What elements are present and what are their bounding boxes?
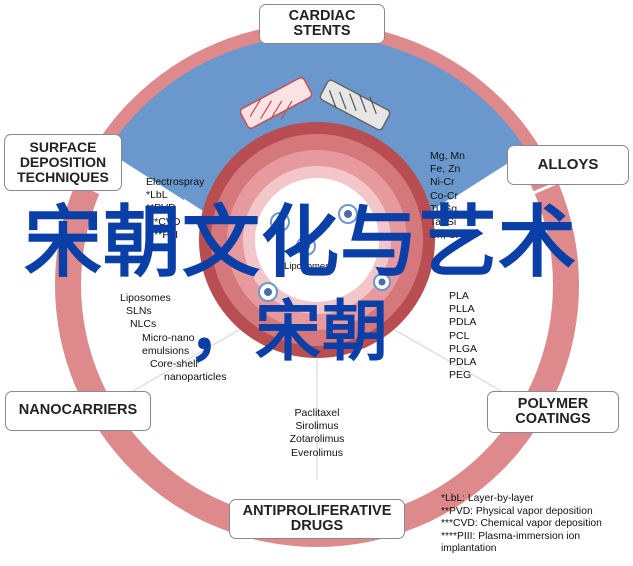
stent-illustration — [239, 77, 391, 131]
legend-item: implantation — [441, 543, 497, 555]
list-item: Micro-nano — [142, 331, 195, 344]
list-item: Mg, Mn — [430, 150, 466, 162]
abbreviation-legend: *LbL: Layer-by-layer **PVD: Physical vap… — [441, 493, 602, 556]
watermark-subtitle: ，宋朝 — [188, 293, 389, 370]
list-item: PLA — [449, 290, 469, 302]
category-alloys: ALLOYS — [507, 145, 629, 185]
category-label: ANTIPROLIFERATIVE — [242, 502, 392, 519]
list-item: Core-shell — [150, 358, 198, 371]
legend-item: *LbL: Layer-by-layer — [441, 493, 534, 504]
list-item: Ta, Si — [430, 216, 457, 229]
list-item: ****PIII — [146, 228, 179, 241]
category-label: DEPOSITION — [19, 154, 107, 171]
nanocarriers-list: Liposomes SLNs NLCs Micro-nano emulsions… — [120, 292, 226, 384]
list-item: SLNs — [126, 305, 152, 318]
category-label: NANOCARRIERS — [18, 402, 138, 419]
legend-item: **PVD: Physical vapor deposition — [441, 505, 593, 517]
list-item: Co-Cr — [430, 189, 458, 202]
list-item: Electrospray — [146, 176, 205, 188]
list-item: ***CVD — [146, 215, 181, 228]
list-item: Fe, Zn — [430, 163, 461, 176]
category-label: DRUGS — [290, 518, 344, 534]
liposome-icons — [258, 204, 391, 302]
watermark-title: 宋朝文化与艺术 — [24, 198, 578, 288]
list-item: Ni-Cr — [430, 176, 455, 189]
list-item: NLCs — [130, 318, 157, 331]
polymers-list: PLA PLLA PDLA PCL PLGA PDLA PEG — [449, 290, 477, 382]
list-item: Paclitaxel — [294, 407, 340, 419]
alloys-list: Mg, Mn Fe, Zn Ni-Cr Co-Cr Ti, Sg Ta, Si … — [430, 150, 465, 242]
list-item: nanoparticles — [164, 371, 227, 384]
list-item: PEG — [449, 369, 472, 382]
list-item: PDLA — [449, 356, 477, 369]
category-label: ALLOYS — [537, 156, 599, 174]
legend-item: ***CVD: Chemical vapor deposition — [441, 518, 602, 530]
list-item: emulsions — [142, 344, 190, 357]
legend-item: ****PIII: Plasma-immersion ion — [441, 530, 581, 542]
list-item: PLGA — [449, 342, 478, 355]
category-label: TECHNIQUES — [17, 168, 109, 185]
deposition-list: Electrospray *LbL **PVD ***CVD ****PIII — [146, 176, 204, 242]
center-label: Liposomes — [284, 261, 330, 272]
list-item: PCL — [449, 329, 470, 342]
category-label: STENTS — [293, 23, 351, 39]
list-item: Everolimus — [291, 446, 343, 459]
list-item: *LbL — [146, 189, 168, 202]
list-item: Sirolimus — [295, 420, 339, 433]
list-item: **PVD — [146, 202, 176, 215]
list-item: Ti, Sg — [430, 202, 458, 215]
category-label: COATINGS — [515, 411, 591, 427]
list-item: Liposomes — [120, 292, 171, 304]
drugs-list: Paclitaxel Sirolimus Zotarolimus Everoli… — [262, 407, 372, 460]
category-label: CARDIAC — [288, 7, 356, 24]
category-label: SURFACE — [29, 139, 97, 156]
category-nanocarriers: NANOCARRIERS — [5, 391, 151, 431]
list-item: PLLA — [449, 303, 475, 316]
list-item: PDLA — [449, 316, 477, 329]
list-item: Sn, Sr — [430, 229, 460, 242]
list-item: Zotarolimus — [289, 433, 345, 446]
category-label: POLYMER — [517, 395, 589, 412]
